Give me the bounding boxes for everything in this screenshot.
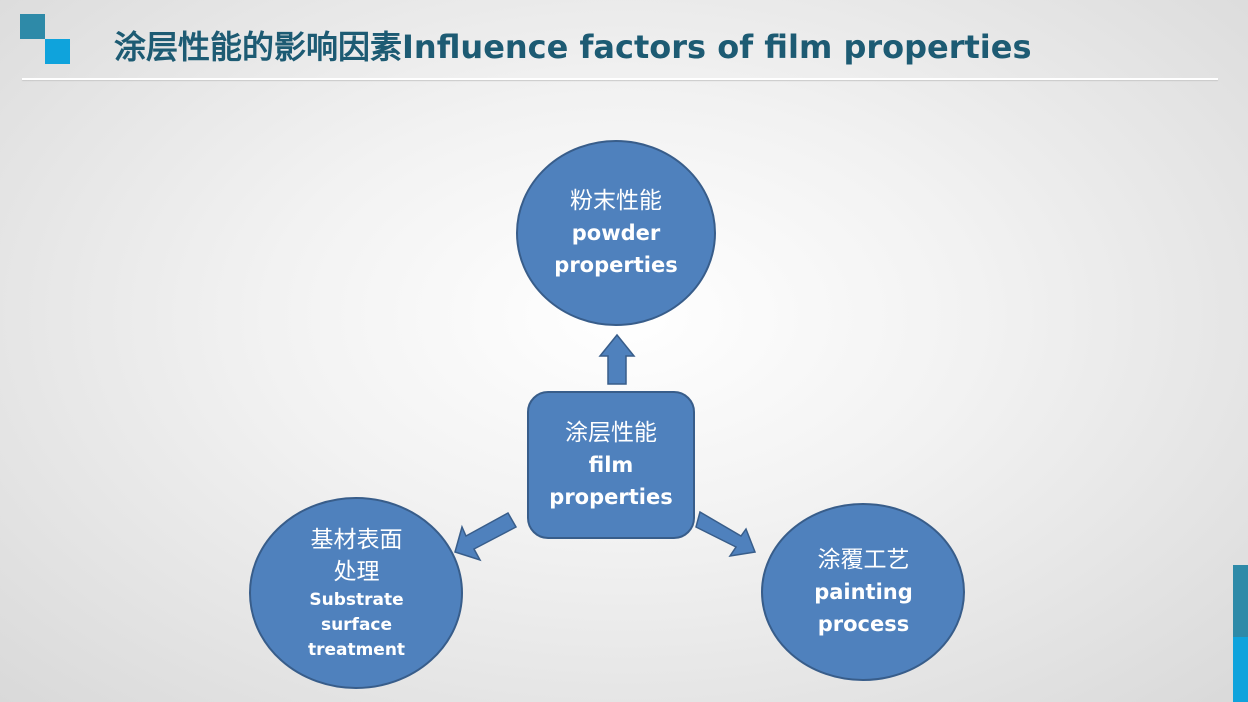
- node-powder-properties: 粉末性能 powder properties: [517, 141, 715, 325]
- node-en-label: powder: [571, 221, 661, 245]
- node-en-label: film: [588, 453, 634, 477]
- node-en-label: treatment: [307, 639, 406, 660]
- node-zh-label: 涂覆工艺: [817, 547, 910, 573]
- page-title: 涂层性能的影响因素Influence factors of film prope…: [114, 28, 1032, 66]
- logo-square-dark: [20, 14, 45, 39]
- left-node-shape: [249, 497, 463, 689]
- node-painting-process: 涂覆工艺 painting process: [762, 503, 965, 681]
- node-film-properties: 涂层性能 film properties: [528, 392, 694, 538]
- center-node-shape: [527, 391, 695, 539]
- node-zh-label: 处理: [333, 558, 380, 585]
- top-node-shape: [516, 140, 716, 326]
- node-en-label: painting: [814, 580, 913, 604]
- node-en-label: properties: [549, 485, 673, 509]
- edge-accent-light: [1233, 637, 1248, 702]
- edge-accent-dark: [1233, 565, 1248, 637]
- node-en-label: properties: [554, 253, 678, 277]
- node-zh-label: 基材表面: [310, 526, 403, 553]
- node-substrate-surface-treatment: 基材表面 处理 Substrate surface treatment: [250, 498, 463, 688]
- node-zh-label: 粉末性能: [570, 188, 662, 214]
- title-divider: [22, 78, 1218, 80]
- right-node-shape: [761, 503, 965, 681]
- node-en-label: surface: [320, 614, 393, 635]
- arrow-up-icon: [598, 333, 636, 385]
- logo-square-light: [45, 39, 70, 64]
- node-en-label: Substrate: [309, 589, 404, 610]
- arrow-down-right-icon: [695, 510, 757, 558]
- node-zh-label: 涂层性能: [565, 420, 657, 446]
- arrow-down-left-icon: [454, 511, 518, 562]
- node-en-label: process: [817, 612, 910, 636]
